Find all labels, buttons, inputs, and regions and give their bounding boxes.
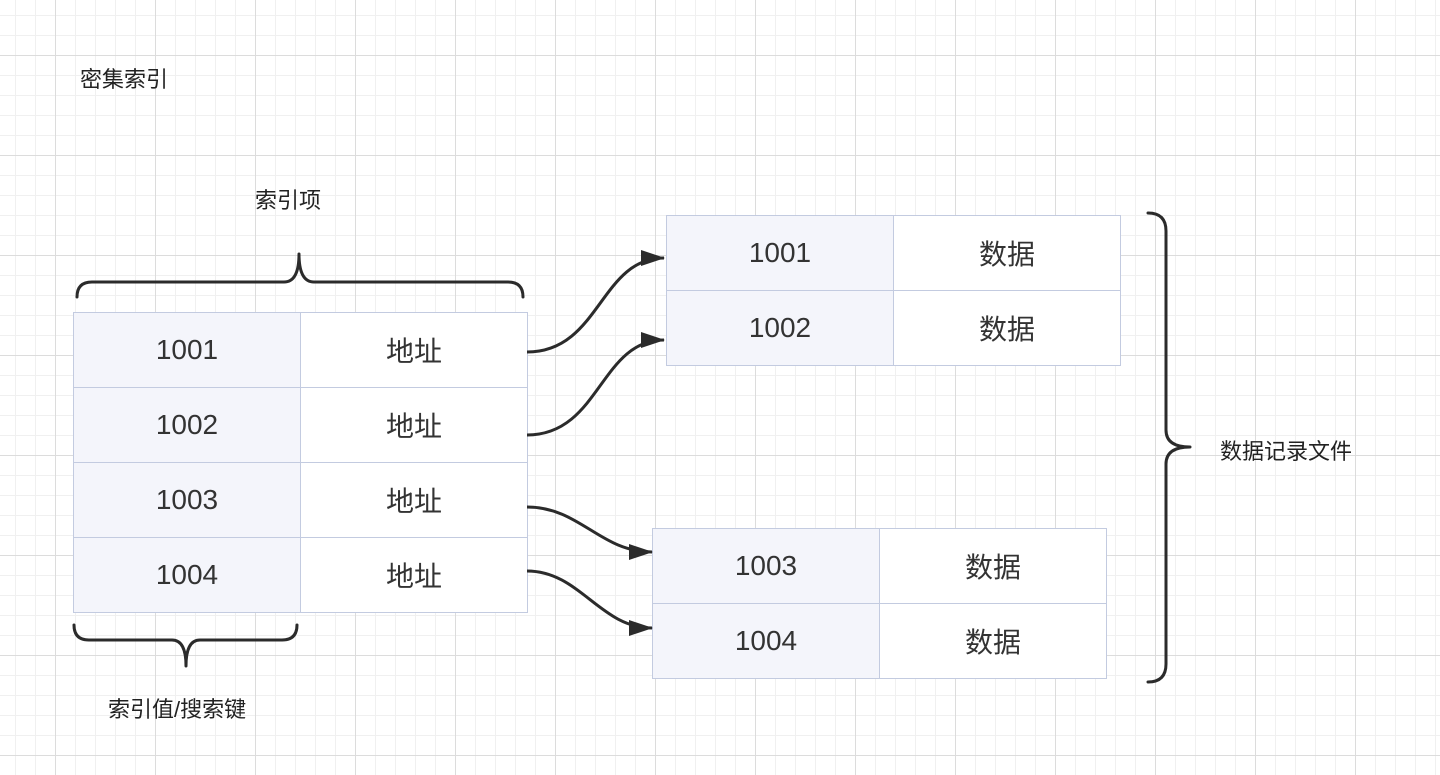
index-row-4-address: 地址 <box>301 538 527 612</box>
data-bottom-row-1-key: 1003 <box>653 529 879 603</box>
index-table: 1001 地址 1002 地址 1003 地址 1004 地址 <box>73 312 528 613</box>
index-row-3-address: 地址 <box>301 463 527 537</box>
data-top-row-1-data: 数据 <box>894 216 1120 290</box>
data-table-bottom: 1003 数据 1004 数据 <box>652 528 1107 679</box>
data-file-label: 数据记录文件 <box>1220 439 1353 464</box>
data-bottom-row-1-data: 数据 <box>880 529 1106 603</box>
data-bottom-row-2-key: 1004 <box>653 604 879 678</box>
index-row-1-address: 地址 <box>301 313 527 387</box>
arrow-1001 <box>526 250 665 354</box>
index-row-2-key: 1002 <box>74 388 300 462</box>
data-top-row-1-key: 1001 <box>667 216 893 290</box>
arrow-1004 <box>526 569 653 636</box>
arrow-1003 <box>526 505 653 560</box>
index-row-2-address: 地址 <box>301 388 527 462</box>
brace-index-key <box>72 623 299 668</box>
index-item-label: 索引项 <box>255 188 322 213</box>
data-table-top: 1001 数据 1002 数据 <box>666 215 1121 366</box>
diagram-title: 密集索引 <box>80 67 169 92</box>
brace-index-item <box>75 252 525 299</box>
data-top-row-2-data: 数据 <box>894 291 1120 365</box>
index-row-3-key: 1003 <box>74 463 300 537</box>
data-bottom-row-2-data: 数据 <box>880 604 1106 678</box>
index-row-4-key: 1004 <box>74 538 300 612</box>
index-key-label: 索引值/搜索键 <box>108 697 247 722</box>
arrow-1002 <box>526 332 665 437</box>
index-row-1-key: 1001 <box>74 313 300 387</box>
brace-data-file <box>1146 211 1192 684</box>
data-top-row-2-key: 1002 <box>667 291 893 365</box>
